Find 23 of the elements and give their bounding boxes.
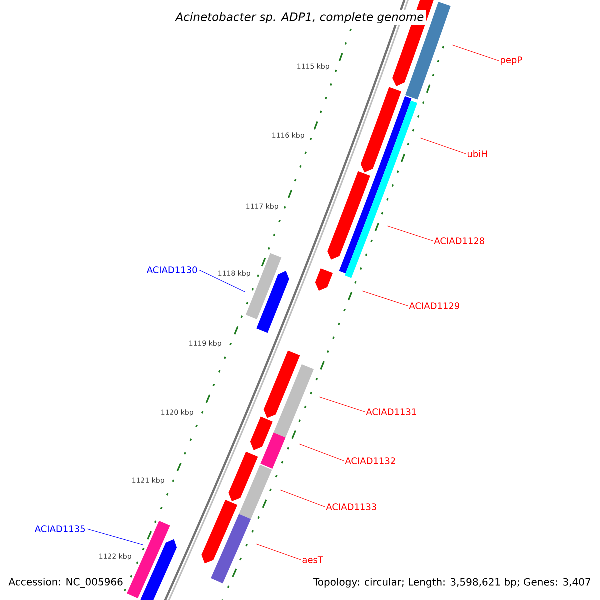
leader-line: [198, 270, 246, 292]
leader-line: [362, 290, 408, 306]
leader-line: [256, 544, 302, 560]
title: Acinetobacter sp. ADP1, complete genome: [174, 10, 426, 26]
gene-label: pepP: [501, 56, 522, 66]
gene-label: ACIAD1128: [434, 238, 485, 244]
leader-line: [318, 396, 366, 412]
genome-summary-label: Topology: circular; Length: 3,598,621 bp; Genes: 3,407: [312, 576, 593, 590]
accession-label: Accession: NC_005966: [7, 576, 125, 590]
leader-line: [280, 490, 326, 508]
gene-label: ACIAD1130: [146, 266, 198, 274]
leader-line: [452, 44, 500, 62]
leader-line: [386, 226, 434, 242]
gene-label: ACIAD1135: [34, 526, 85, 532]
leader-line: [86, 528, 144, 546]
gene-label: aesT: [302, 556, 324, 564]
gene-label: ACIAD1133: [326, 504, 376, 510]
gene-label: ACIAD1129: [409, 302, 460, 310]
leader-line: [298, 444, 344, 462]
gene-label: ubiH: [468, 150, 487, 158]
gene-label: ACIAD1131: [366, 408, 416, 416]
gene-label: ACIAD1132: [345, 458, 396, 464]
leader-line: [420, 138, 466, 154]
